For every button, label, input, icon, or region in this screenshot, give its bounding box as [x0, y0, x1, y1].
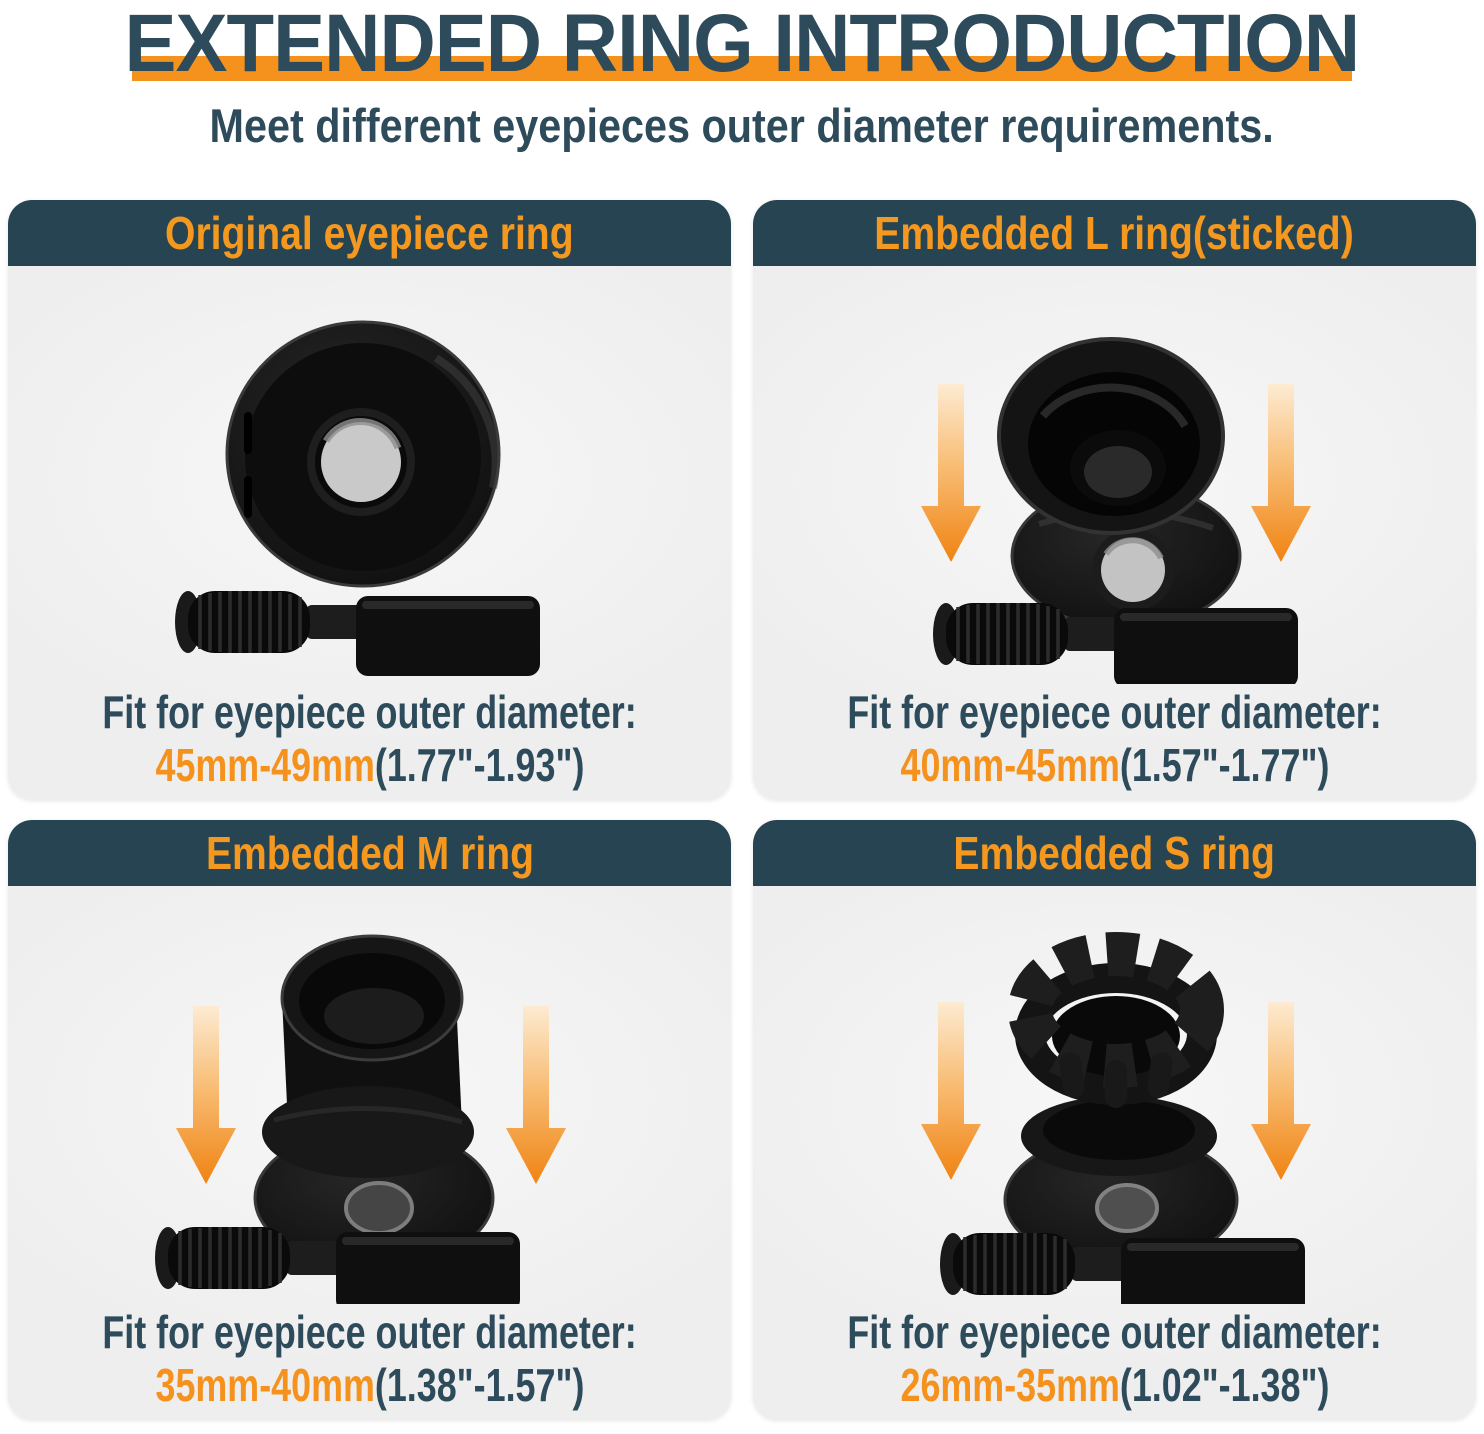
diameter-range-inches: (1.57"-1.77"): [1119, 739, 1329, 791]
caption-prefix: Fit for eyepiece outer diameter:: [102, 1306, 637, 1358]
panel-header-label: Embedded M ring: [205, 827, 534, 879]
panel-caption: Fit for eyepiece outer diameter: 35mm-40…: [27, 1304, 712, 1420]
panel-caption: Fit for eyepiece outer diameter: 45mm-49…: [27, 684, 712, 800]
diameter-range-inches: (1.38"-1.57"): [374, 1359, 584, 1411]
embedded-s-ring-illustration: [920, 932, 1311, 1304]
panel-header: Embedded M ring: [8, 820, 731, 886]
panel-body: Fit for eyepiece outer diameter: 26mm-35…: [753, 886, 1476, 1420]
down-arrow-right-icon: [1250, 384, 1311, 562]
down-arrow-right-icon: [505, 1006, 566, 1184]
panel-caption: Fit for eyepiece outer diameter: 40mm-45…: [772, 684, 1457, 800]
caption-prefix: Fit for eyepiece outer diameter:: [102, 686, 637, 738]
panel-header: Original eyepiece ring: [8, 200, 731, 266]
diameter-range-inches: (1.02"-1.38"): [1119, 1359, 1329, 1411]
original-eyepiece-ring-illustration: [172, 320, 542, 678]
panel-body: Fit for eyepiece outer diameter: 40mm-45…: [753, 266, 1476, 800]
panel-embedded-l-ring: Embedded L ring(sticked): [753, 200, 1476, 800]
down-arrow-right-icon: [1250, 1002, 1311, 1180]
embedded-l-ring-illustration: [920, 337, 1311, 684]
subtitle-block: Meet different eyepieces outer diameter …: [0, 100, 1484, 156]
diameter-range-mm: 26mm-35mm: [900, 1359, 1120, 1411]
down-arrow-left-icon: [920, 384, 981, 562]
title-underline-bar: [132, 56, 1352, 81]
panel-header: Embedded S ring: [753, 820, 1476, 886]
embedded-m-ring-illustration: [152, 934, 566, 1304]
panel-body: Fit for eyepiece outer diameter: 35mm-40…: [8, 886, 731, 1420]
panel-header-label: Embedded S ring: [953, 827, 1276, 879]
panel-header: Embedded L ring(sticked): [753, 200, 1476, 266]
title-block: EXTENDED RING INTRODUCTION: [0, 0, 1484, 90]
panel-caption: Fit for eyepiece outer diameter: 26mm-35…: [772, 1304, 1457, 1420]
diameter-range-mm: 40mm-45mm: [900, 739, 1120, 791]
diameter-range-mm: 45mm-49mm: [155, 739, 375, 791]
panel-header-label: Original eyepiece ring: [165, 207, 574, 259]
page-subtitle: Meet different eyepieces outer diameter …: [209, 99, 1275, 152]
diameter-range-mm: 35mm-40mm: [155, 1359, 375, 1411]
page-title: EXTENDED RING INTRODUCTION: [124, 0, 1361, 89]
caption-prefix: Fit for eyepiece outer diameter:: [847, 1306, 1382, 1358]
embedded-m-ring-photo: [16, 886, 724, 1304]
panel-original-eyepiece-ring: Original eyepiece ring: [8, 200, 731, 800]
embedded-l-ring-photo: [761, 266, 1469, 684]
panel-body: Fit for eyepiece outer diameter: 45mm-49…: [8, 266, 731, 800]
down-arrow-left-icon: [175, 1006, 236, 1184]
diameter-range-inches: (1.77"-1.93"): [374, 739, 584, 791]
original-eyepiece-ring-photo: [16, 266, 724, 684]
panel-header-label: Embedded L ring(sticked): [874, 207, 1355, 259]
panel-grid: Original eyepiece ring: [8, 200, 1476, 1420]
panel-embedded-m-ring: Embedded M ring: [8, 820, 731, 1420]
down-arrow-left-icon: [920, 1002, 981, 1180]
caption-prefix: Fit for eyepiece outer diameter:: [847, 686, 1382, 738]
panel-embedded-s-ring: Embedded S ring: [753, 820, 1476, 1420]
embedded-s-ring-photo: [761, 886, 1469, 1304]
